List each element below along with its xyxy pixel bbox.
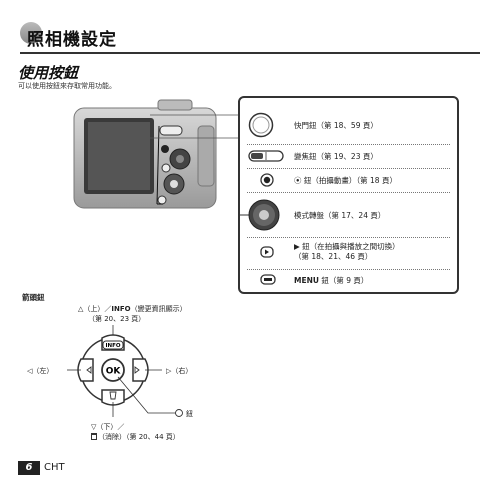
play-symbol: ▶	[294, 242, 300, 251]
arrow-pad-diagram: OK INFO	[67, 325, 183, 417]
divider	[247, 269, 450, 270]
movie-button-icon	[260, 173, 274, 187]
mode-dial-label: 模式轉盤（第 17、24 頁）	[294, 211, 386, 220]
up-pages: （第 20、23 頁）	[88, 315, 146, 323]
down-label: ▽（下）／	[91, 423, 125, 431]
row-shutter: 快門鈕（第 18、59 頁）	[240, 110, 457, 140]
pad-ok-text: OK	[106, 367, 122, 377]
pad-info-text: INFO	[105, 343, 120, 349]
camera-back-illustration	[73, 99, 217, 209]
movie-text: 鈕（拍攝動畫）（第 18 頁）	[303, 176, 397, 185]
play-text-line1: 鈕（在拍攝與播放之間切換）	[302, 242, 400, 251]
ok-label: 鈕	[186, 410, 193, 418]
row-mode-dial: 模式轉盤（第 17、24 頁）	[240, 196, 457, 234]
shutter-label: 快門鈕（第 18、59 頁）	[294, 121, 378, 130]
movie-symbol: ⦿	[294, 176, 302, 185]
row-movie: ⦿ 鈕（拍攝動畫）（第 18 頁）	[240, 172, 457, 190]
mode-dial-icon	[240, 199, 280, 231]
leader-lines	[150, 114, 238, 139]
up-label-info: INFO	[111, 305, 131, 313]
divider	[247, 144, 450, 145]
divider	[247, 237, 450, 238]
header-badge	[20, 22, 42, 44]
menu-button-icon	[260, 274, 276, 285]
movie-label: ⦿ 鈕（拍攝動畫）（第 18 頁）	[294, 175, 397, 186]
camera-zoom-button	[159, 125, 183, 136]
page-language: CHT	[44, 462, 65, 473]
up-label-a: △（上）／	[78, 305, 112, 313]
camera-play-button	[161, 163, 171, 173]
divider	[247, 168, 450, 169]
down-pages: （消除）（第 20、44 頁）	[91, 432, 180, 442]
menu-bold: MENU	[294, 276, 319, 285]
page-title: 照相機設定	[27, 30, 117, 50]
trash-icon	[91, 433, 97, 440]
menu-label: MENU 鈕（第 9 頁）	[294, 275, 368, 286]
play-button-icon	[260, 246, 274, 258]
section-title: 使用按鈕	[18, 64, 79, 82]
row-zoom: 變焦鈕（第 19、23 頁）	[240, 148, 457, 166]
divider	[247, 192, 450, 193]
up-label: △（上）／INFO（變更資訊顯示）	[78, 304, 187, 314]
row-menu: MENU 鈕（第 9 頁）	[240, 272, 457, 290]
play-text-line2: （第 18、21、46 頁）	[294, 252, 373, 261]
left-label: ◁（左）	[27, 367, 54, 375]
down-pages-text: （消除）（第 20、44 頁）	[98, 433, 180, 441]
shutter-button-icon	[248, 112, 274, 138]
arrow-pad-title: 箭頭鈕	[22, 293, 45, 302]
up-label-b: （變更資訊顯示）	[130, 305, 187, 313]
header-rule	[20, 52, 480, 54]
page-number: 6	[18, 461, 40, 475]
zoom-label: 變焦鈕（第 19、23 頁）	[294, 152, 378, 161]
button-reference-box: 快門鈕（第 18、59 頁） 變焦鈕（第 19、23 頁） ⦿ 鈕（拍攝動畫）（…	[238, 96, 459, 294]
menu-text: 鈕（第 9 頁）	[321, 276, 369, 285]
play-label: ▶ 鈕（在拍攝與播放之間切換） （第 18、21、46 頁）	[294, 242, 400, 262]
arrow-pad: OK INFO	[77, 334, 149, 406]
zoom-button-icon	[248, 150, 284, 162]
camera-movie-button	[161, 145, 169, 153]
row-play: ▶ 鈕（在拍攝與播放之間切換） （第 18、21、46 頁）	[240, 241, 457, 267]
right-label: ▷（右）	[166, 367, 193, 375]
section-description: 可以使用按鈕來存取常用功能。	[18, 82, 116, 90]
